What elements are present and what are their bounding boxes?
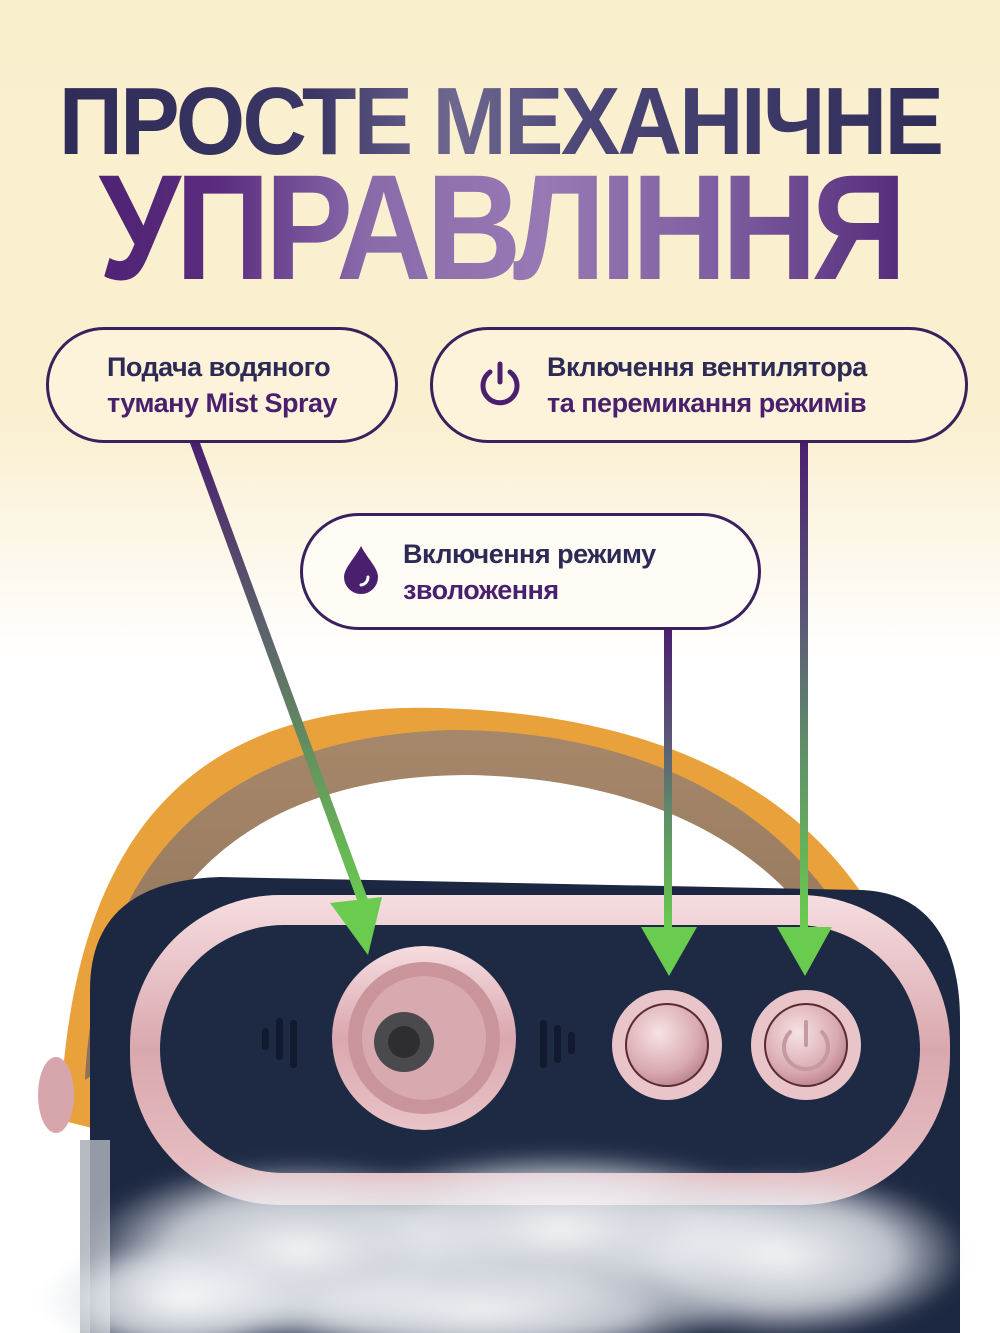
strap xyxy=(60,707,935,1130)
callout-line2: та перемикання режимів xyxy=(547,388,867,418)
headline-line2: УПРАВЛІННЯ xyxy=(60,152,940,302)
power-icon xyxy=(475,358,525,413)
callout-line2: туману Mist Spray xyxy=(106,388,338,418)
callout-text: Включення вентилятора та перемикання реж… xyxy=(547,349,867,421)
callout-text: Включення режиму зволоження xyxy=(403,536,656,608)
callout-line2: зволоження xyxy=(403,574,559,605)
callout-text: Подача водяного туману Mist Spray xyxy=(106,349,338,421)
mist-cloud xyxy=(40,1150,970,1333)
callout-fan-power: Включення вентилятора та перемикання реж… xyxy=(430,327,968,443)
arrow-power xyxy=(777,443,832,976)
callout-mist-spray: Подача водяного туману Mist Spray xyxy=(46,327,398,443)
callout-line1: Включення режиму xyxy=(403,538,656,569)
callout-line1: Подача водяного xyxy=(106,352,331,382)
headline-line1: ПРОСТЕ МЕХАНІЧНЕ xyxy=(35,72,965,172)
callout-humidify: Включення режиму зволоження xyxy=(300,513,761,630)
arrow-humidify xyxy=(641,630,697,976)
arrow-mist-spray xyxy=(190,443,382,955)
water-drop-icon xyxy=(341,544,381,599)
callout-line1: Включення вентилятора xyxy=(547,352,867,382)
